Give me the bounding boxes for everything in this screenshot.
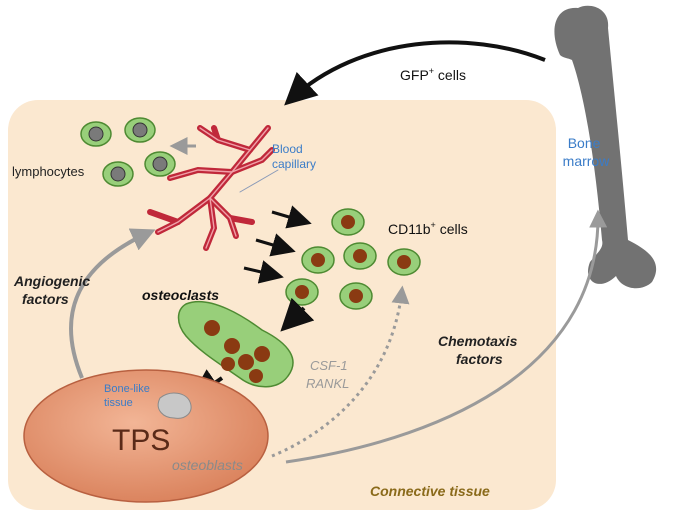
chemotaxis-factors-label: Chemotaxis factors	[438, 333, 521, 367]
connective-tissue-label: Connective tissue	[370, 483, 490, 499]
bone-like-tissue	[157, 392, 192, 419]
bone-icon	[554, 5, 657, 289]
lymphocytes-label: lymphocytes	[12, 164, 85, 179]
lymphocyte-cell	[102, 161, 134, 187]
lymphocyte-cells	[80, 117, 176, 187]
cd11b-cells	[285, 208, 421, 310]
bone-marrow-label: Bone marrow	[563, 135, 611, 169]
differentiation-arrow	[280, 297, 315, 332]
tps-label: TPS	[112, 424, 170, 457]
cd11b-cell	[301, 246, 335, 274]
chemotaxis-arrow	[285, 209, 608, 464]
gfp-cells-label: GFP+ cells	[400, 66, 466, 83]
cd11b-cell	[331, 208, 365, 236]
osteoblasts-label: osteoblasts	[172, 457, 243, 473]
osteoclast-cell	[177, 300, 294, 388]
lymphocyte-cell	[124, 117, 156, 143]
tps-scaffold	[23, 369, 269, 503]
gfp-cells-arrow	[284, 40, 546, 106]
cd11b-cell	[285, 278, 319, 306]
blood-capillary-label: Blood capillary	[272, 142, 316, 171]
csf1-rankl-arrow	[271, 285, 410, 458]
lymphocyte-cell	[80, 121, 112, 147]
cd11b-cells-label: CD11b+ cells	[388, 220, 468, 237]
angiogenic-factors-label: Angiogenic factors	[13, 273, 94, 307]
cd11b-cell	[339, 282, 373, 310]
blood-capillary	[147, 125, 279, 251]
cd11b-cell	[387, 248, 421, 276]
bone-like-tissue-label: Bone-like tissue	[104, 383, 153, 409]
lymphocyte-cell	[144, 151, 176, 177]
migration-arrows	[243, 205, 312, 284]
csf1-rankl-label: CSF-1 RANKL	[306, 358, 351, 391]
osteoclasts-label: osteoclasts	[142, 287, 219, 303]
angiogenic-arrow	[69, 228, 156, 379]
cd11b-cell	[343, 242, 377, 270]
